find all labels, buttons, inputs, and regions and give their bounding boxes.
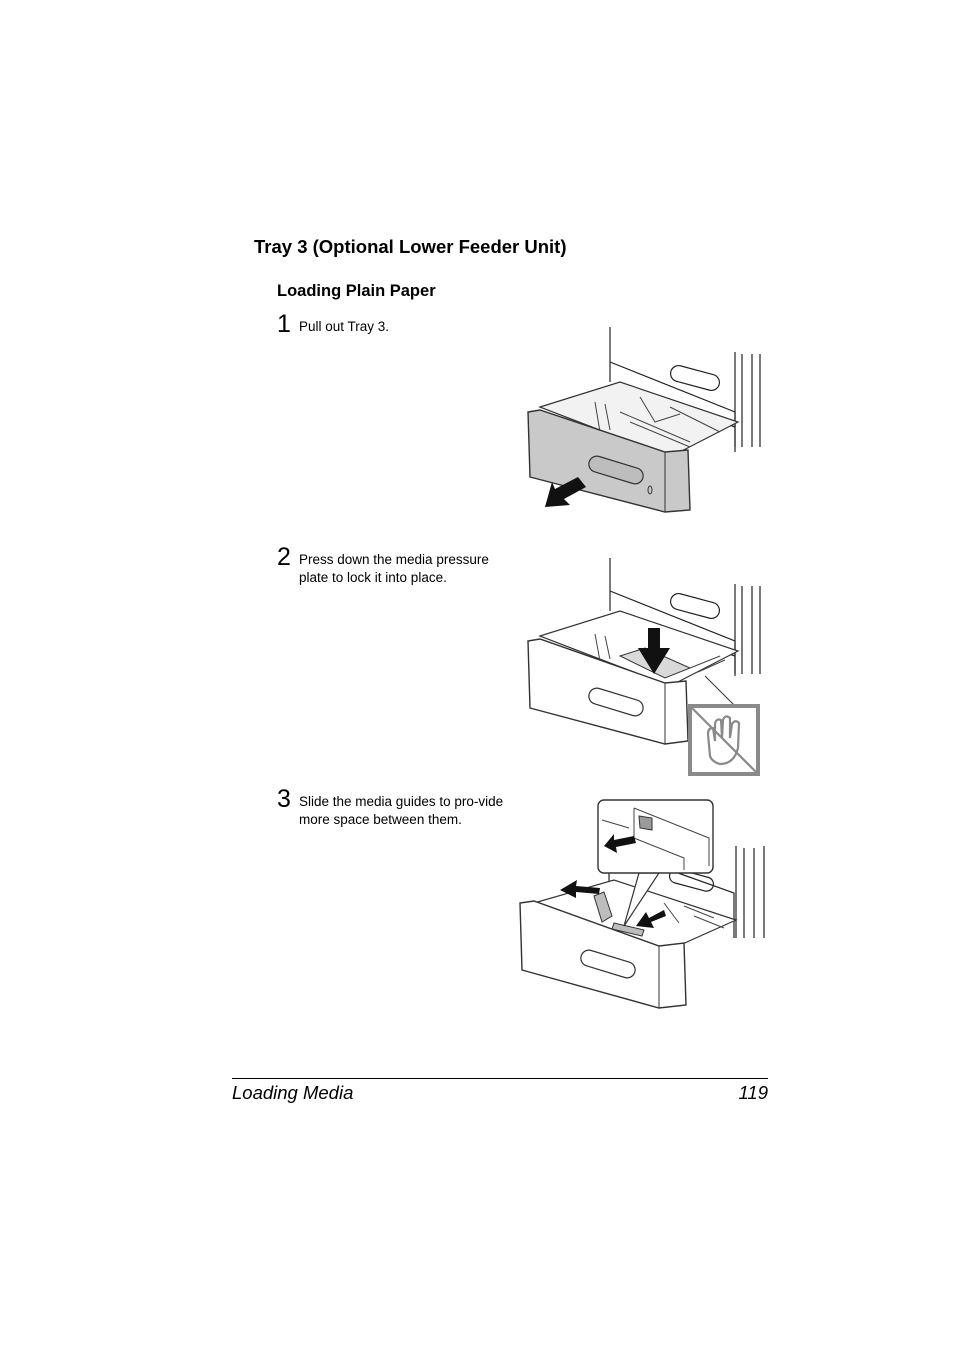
step-2-number: 2	[277, 543, 291, 571]
media-guides-illustration	[519, 799, 765, 1009]
step-2-text: Press down the media pressure plate to l…	[299, 552, 489, 585]
step-1-text: Pull out Tray 3.	[299, 319, 390, 334]
footer-section-name: Loading Media	[232, 1082, 354, 1103]
section-title: Tray 3 (Optional Lower Feeder Unit)	[254, 236, 567, 257]
step-3-number: 3	[277, 785, 291, 813]
page-number: 119	[738, 1082, 769, 1103]
step-3-text: Slide the media guides to pro-vide more …	[299, 794, 504, 827]
step-1-number: 1	[277, 310, 291, 338]
tray-pull-out-illustration	[527, 327, 761, 513]
subsection-title: Loading Plain Paper	[277, 282, 436, 300]
pressure-plate-illustration	[527, 558, 761, 776]
footer-divider	[232, 1078, 768, 1079]
